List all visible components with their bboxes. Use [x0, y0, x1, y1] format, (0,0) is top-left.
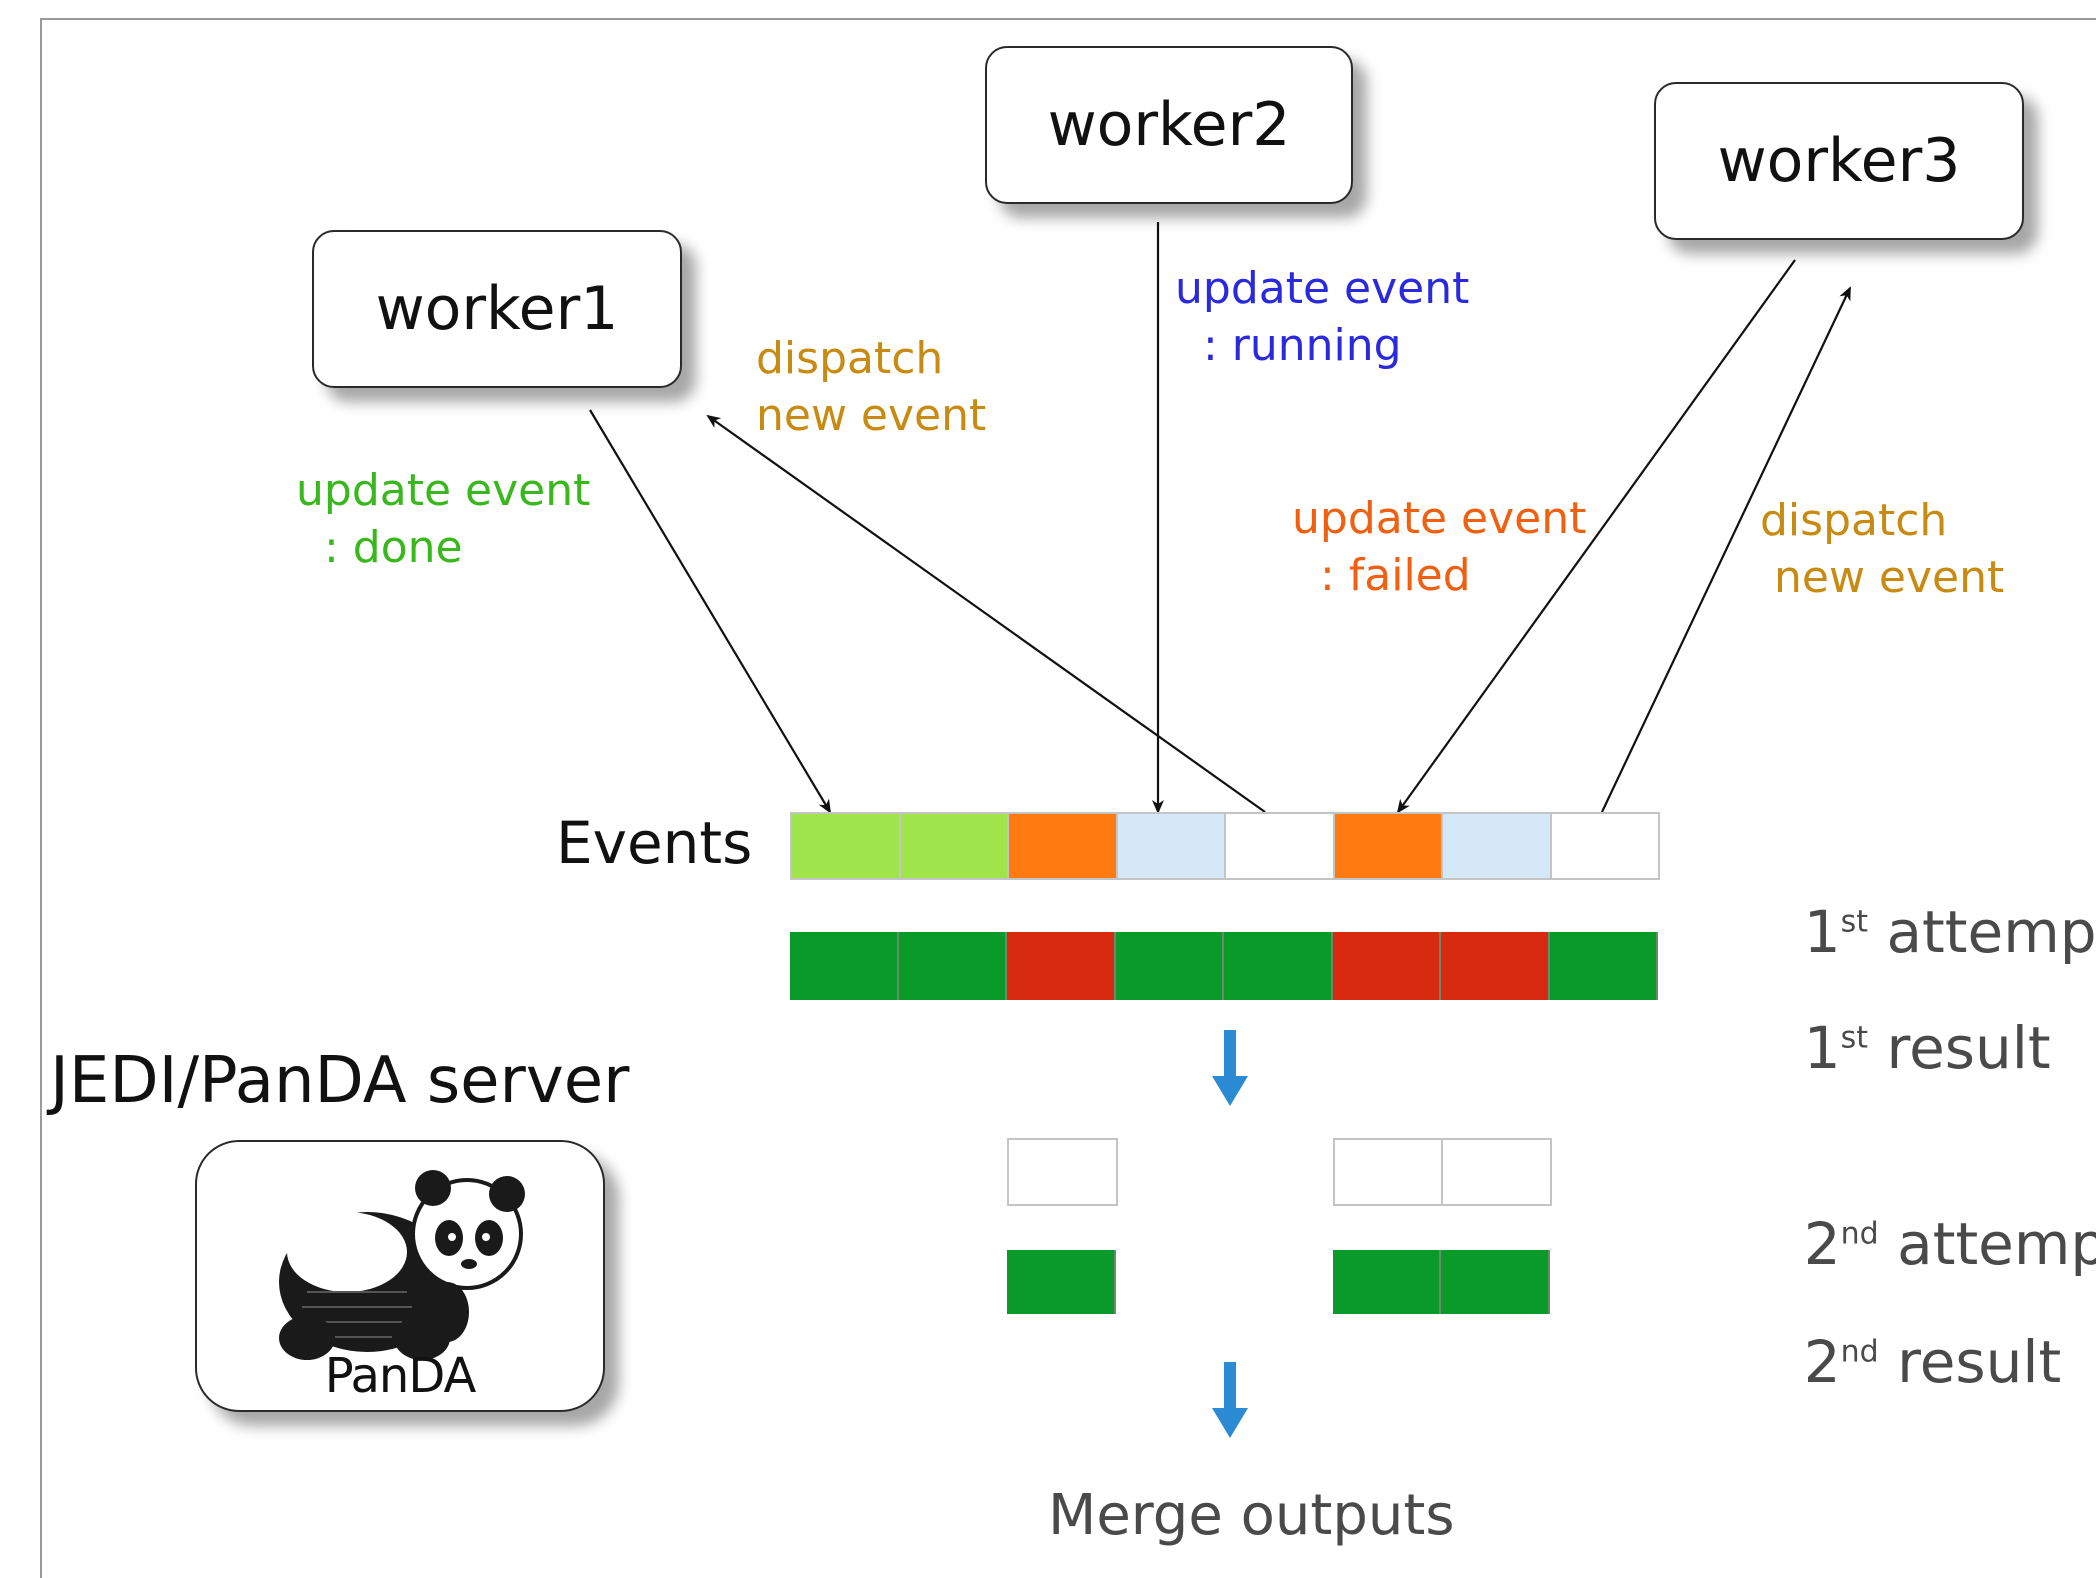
frame-border [40, 18, 2096, 1578]
panda-logo-box: PanDA [195, 1140, 605, 1412]
retry-event-cell [1007, 1138, 1118, 1206]
result-cell [1332, 932, 1441, 1000]
retry-event-cell [1441, 1138, 1552, 1206]
result-cell [1224, 932, 1333, 1000]
event-cell [790, 812, 901, 880]
panda-logo-text: PanDA [324, 1348, 477, 1404]
result-cell [1441, 932, 1550, 1000]
server-label: JEDI/PanDA server [50, 1044, 630, 1118]
event-cell [1224, 812, 1335, 880]
arrow-worker1-done [589, 409, 832, 814]
merge-outputs-label: Merge outputs [1048, 1483, 1455, 1548]
arrow-worker3-failed [1396, 259, 1796, 814]
retry-result-cell [1441, 1250, 1550, 1314]
retry-result-cell [1332, 1250, 1441, 1314]
down-arrow-icon-1 [1212, 1030, 1248, 1106]
annotation-update-failed: update event : failed [1292, 493, 1587, 602]
retry-result-cell [1007, 1250, 1116, 1314]
event-cell [1007, 812, 1118, 880]
arrow-dispatch-worker3 [1601, 286, 1851, 813]
worker1-box: worker1 [312, 230, 682, 388]
events-label: Events [556, 809, 753, 877]
result-cell [790, 932, 899, 1000]
second-result-label: 2nd result [1803, 1328, 2062, 1397]
event-cell [1332, 812, 1443, 880]
event-cell [1549, 812, 1660, 880]
arrow-dispatch-worker1 [706, 414, 1266, 813]
retry-event-cell [1332, 1138, 1443, 1206]
worker1-label: worker1 [375, 274, 619, 344]
first-result-label: 1st result [1803, 1014, 2051, 1083]
result-cell [1007, 932, 1116, 1000]
panda-logo-icon [279, 1170, 525, 1360]
annotation-dispatch-new-1: dispatch new event [756, 333, 987, 442]
second-attempt-label: 2nd attempt [1803, 1210, 2096, 1279]
result-cell [1549, 932, 1658, 1000]
annotation-dispatch-new-3: dispatch new event [1760, 495, 2005, 604]
event-cell [898, 812, 1009, 880]
result-cell [1115, 932, 1224, 1000]
event-cell [1441, 812, 1552, 880]
first-attempt-label: 1st attempt [1803, 898, 2096, 967]
worker2-box: worker2 [985, 46, 1353, 204]
worker2-label: worker2 [1047, 90, 1291, 160]
result-cell [898, 932, 1007, 1000]
event-cell [1115, 812, 1226, 880]
down-arrow-icon-2 [1212, 1362, 1248, 1438]
annotation-update-done: update event : done [296, 465, 591, 574]
worker3-box: worker3 [1654, 82, 2024, 240]
annotation-update-running: update event : running [1175, 263, 1470, 372]
worker3-label: worker3 [1717, 126, 1961, 196]
